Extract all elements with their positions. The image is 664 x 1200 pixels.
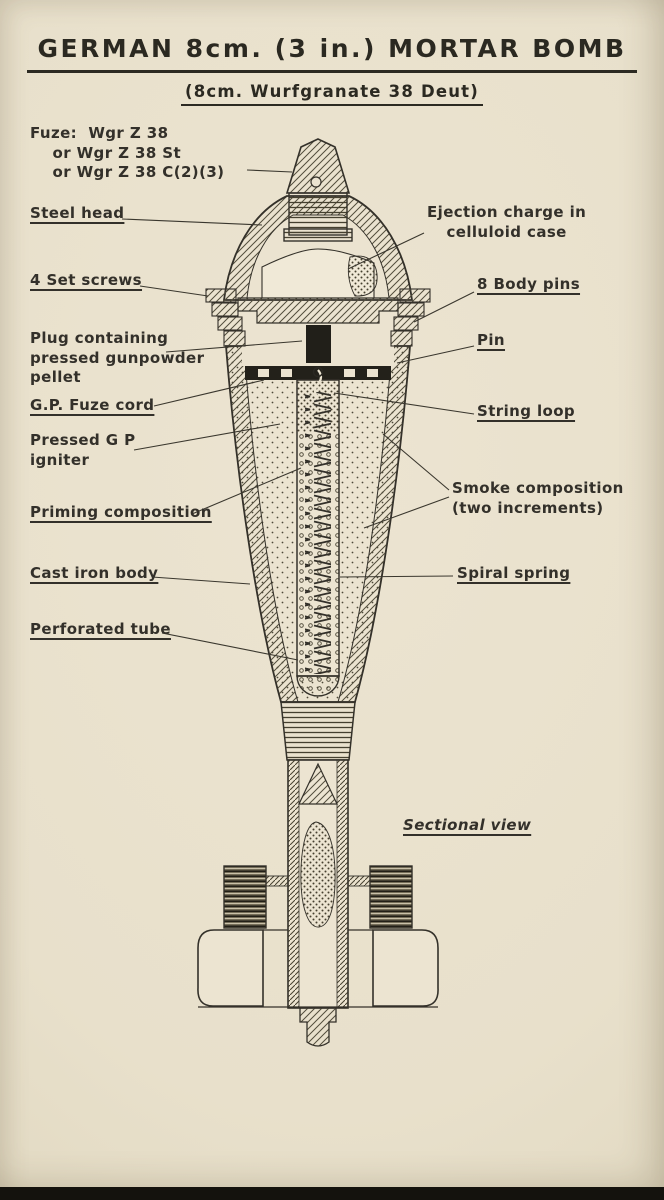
leader-priming [191,467,302,515]
header: GERMAN 8cm. (3 in.) MORTAR BOMB (8cm. Wu… [0,34,664,106]
label-string-loop: String loop [477,402,576,420]
scan-edge-bar [0,1187,664,1200]
fuze-collar [283,228,353,242]
tail-thread-joint [280,701,356,761]
tube-bottom-cap [296,675,340,697]
base-cap [299,1007,337,1047]
leader-perforated-tube [161,632,299,661]
label-ejection-charge: Ejection charge in celluloid case [427,203,587,241]
leader-igniter [133,423,281,451]
page-subtitle: (8cm. Wurfgranate 38 Deut) [180,82,484,106]
leader-ejection-charge [347,232,425,270]
fin-block-left [223,865,267,929]
leader-pin [396,345,475,364]
propellant-cartridge [300,821,336,928]
steel-head-group [222,195,414,363]
perforated-tube [296,366,340,697]
label-steel-head: Steel head [30,204,125,222]
leader-set-screws [139,285,209,297]
leader-fuze-cord [153,379,265,407]
label-pin: Pin [477,331,506,349]
leader-spiral-spring [339,575,454,578]
page-title: GERMAN 8cm. (3 in.) MORTAR BOMB [27,34,637,73]
label-fuze: Fuze: Wgr Z 38 or Wgr Z 38 St or Wgr Z 3… [30,124,225,181]
fuze-assembly [283,138,353,242]
label-fuze-cord: G.P. Fuze cord [30,396,155,414]
fin-assembly [197,865,439,1008]
label-body-pins: 8 Body pins [477,275,581,293]
gunpowder-plug-graphic [306,325,331,363]
spiral-spring-graphic [305,392,331,674]
leader-smoke-upper [382,433,450,491]
leader-fuze [246,169,293,173]
label-sectional-view: Sectional view [403,816,532,834]
fin-right [372,929,439,1007]
fuze-port [310,176,322,188]
leader-steel-head [121,218,263,226]
label-igniter: Pressed G P igniter [30,431,136,469]
label-smoke: Smoke composition (two increments) [452,479,624,517]
leader-smoke-lower [363,496,450,529]
label-plug: Plug containing pressed gunpowder pellet [30,329,205,386]
label-priming: Priming composition [30,503,212,521]
label-set-screws: 4 Set screws [30,271,143,289]
leader-string-loop [333,392,475,415]
string-loop-graphic [313,369,323,399]
fin-left [197,929,264,1007]
label-cast-iron-body: Cast iron body [30,564,159,582]
set-screw-lugs [205,288,431,347]
leader-cast-iron-body [151,576,251,585]
label-perforated-tube: Perforated tube [30,620,171,638]
label-spiral-spring: Spiral spring [457,564,571,582]
baffle-plate [237,297,399,324]
tail-cone [298,762,338,805]
leader-body-pins [413,291,475,323]
fuze-thread-neck [288,192,348,236]
leader-plug [165,340,303,353]
fin-block-right [369,865,413,929]
tail-assembly [280,701,356,1047]
leader-lines [121,169,475,661]
